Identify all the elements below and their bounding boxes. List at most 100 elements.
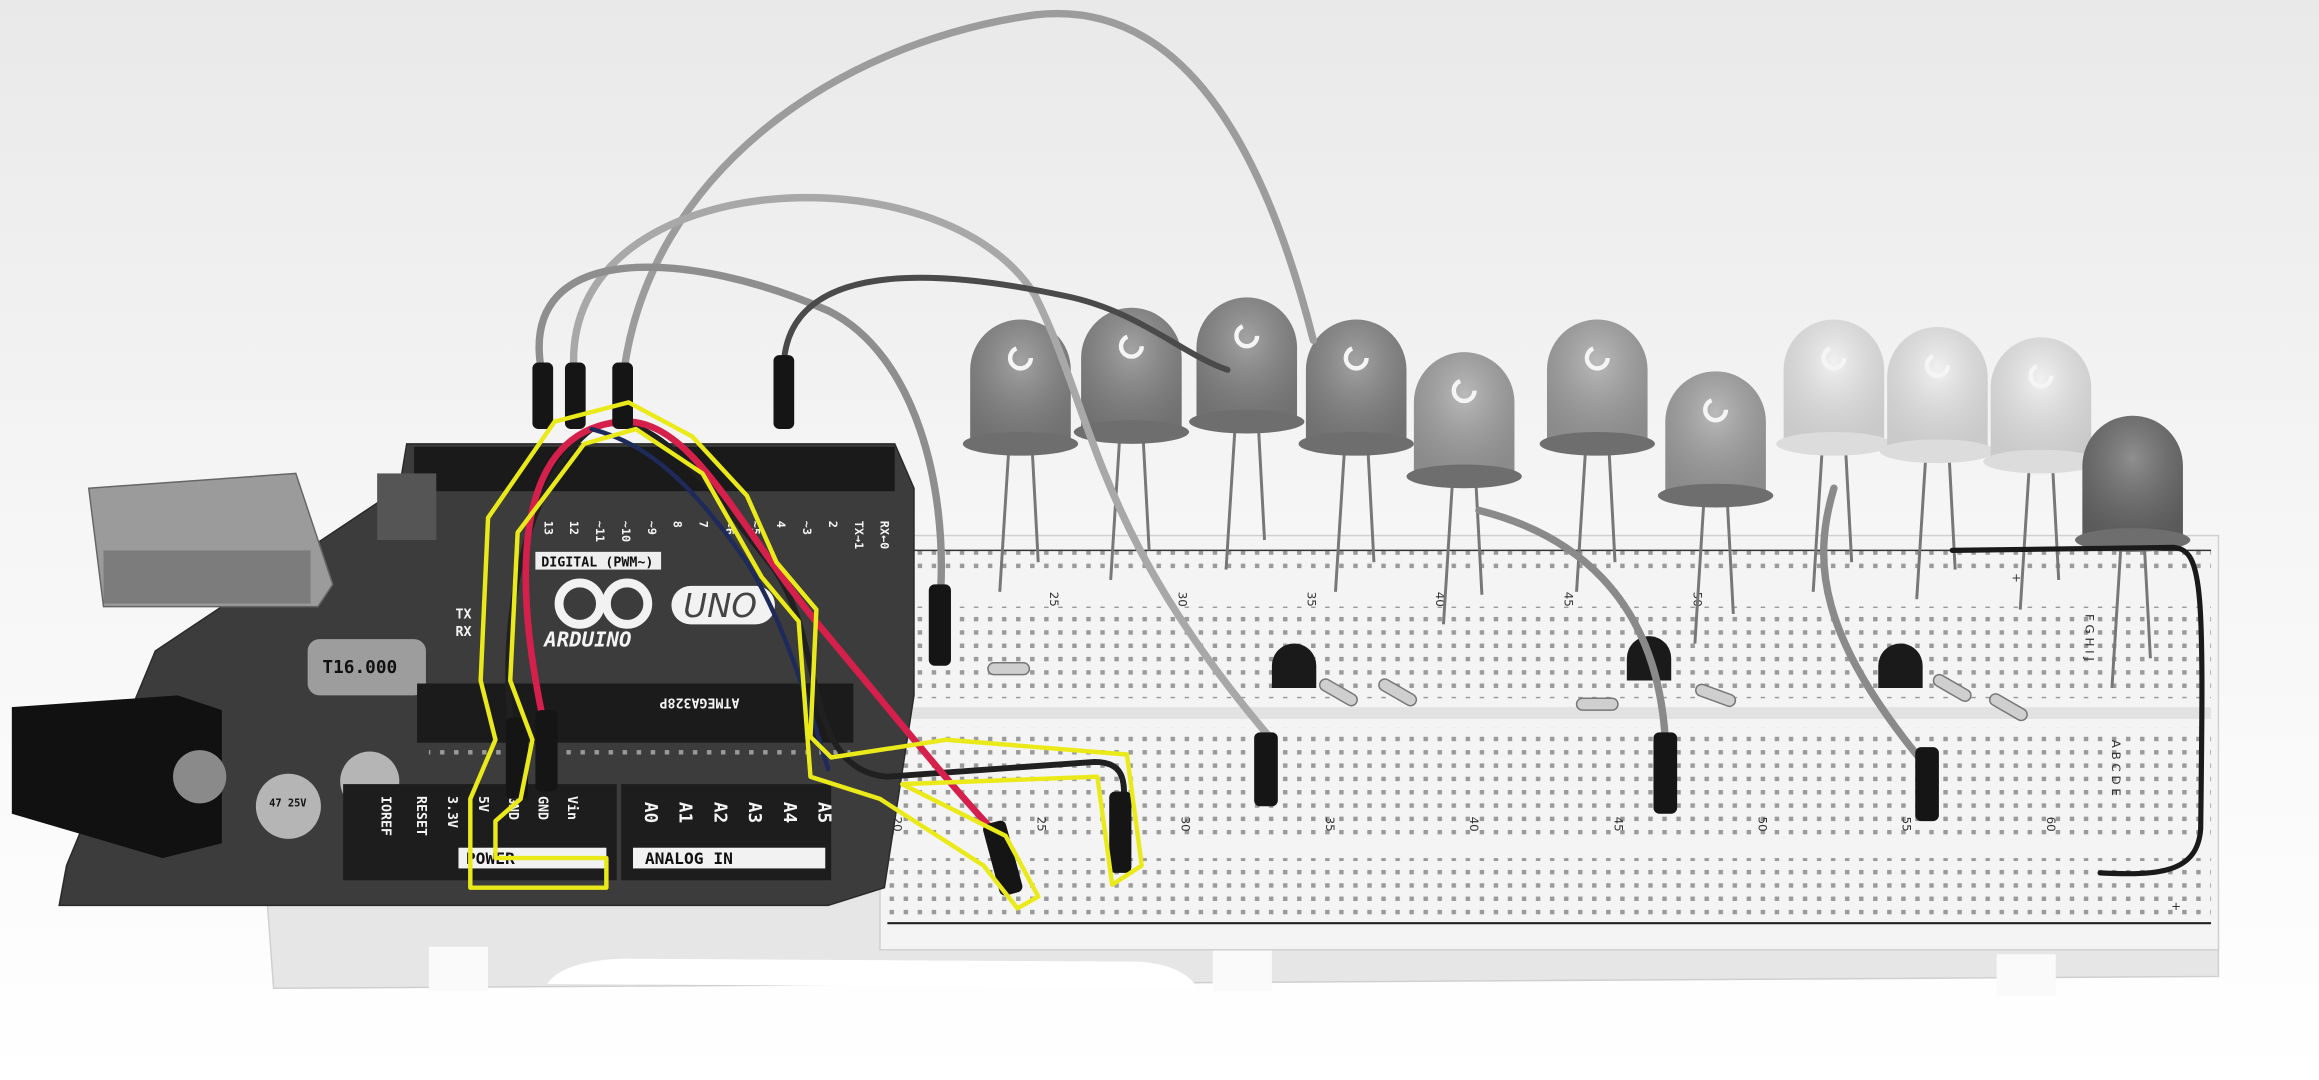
- column-number: 30: [1179, 817, 1193, 832]
- digital-pin-label: RX←0: [878, 521, 892, 550]
- led: [1776, 319, 1892, 592]
- digital-pin-label: 2: [826, 521, 840, 528]
- black-wire: [1949, 544, 2205, 877]
- transistor: [1271, 643, 1317, 688]
- arduino-uno-board: T16.000 ATMEGA328P 47 25V POWER ANALOG I…: [11, 443, 915, 907]
- analog-pin-label: A1: [675, 802, 695, 823]
- transistor: [1878, 643, 1923, 688]
- column-number: 45: [1562, 592, 1576, 607]
- led: [962, 319, 1079, 592]
- digital-pwm-label: DIGITAL (PWM~): [541, 556, 653, 571]
- logo-model: UNO: [683, 587, 757, 625]
- resistor: [1575, 697, 1619, 711]
- capacitor: [255, 773, 321, 839]
- terminal-strip-far: [887, 606, 2212, 699]
- analog-pin-label: A4: [779, 802, 799, 823]
- digital-pin-label: 13: [541, 521, 555, 535]
- icsp-header: [377, 473, 437, 540]
- breadboard-clip: [1996, 954, 2056, 996]
- breadboard-foot: [547, 958, 1198, 989]
- resistor: [987, 662, 1031, 676]
- digital-pin-label: 4: [774, 521, 788, 528]
- gray-wire: [1819, 484, 1927, 766]
- breadboard-clip: [1212, 946, 1272, 992]
- crystal-marking: T16.000: [322, 658, 397, 678]
- led: [1406, 352, 1522, 625]
- jumper-wires: [468, 9, 2205, 911]
- rail-plus-label: +: [2011, 570, 2021, 584]
- column-number: 50: [1755, 817, 1769, 832]
- analog-pin-label: A3: [744, 802, 764, 823]
- led-row: [962, 297, 2191, 689]
- analog-in-label: ANALOG IN: [645, 849, 733, 868]
- analog-pin-label: A2: [709, 802, 729, 823]
- gray-wire: [570, 193, 1276, 744]
- digital-pin-label: ~9: [645, 521, 659, 535]
- gray-wire: [535, 263, 945, 596]
- gray-wire: [620, 9, 1318, 374]
- led: [1298, 319, 1414, 592]
- digital-pin-label: 8: [671, 521, 685, 528]
- center-channel: [887, 707, 2212, 720]
- row-letters-far: F G H I J: [2082, 614, 2096, 661]
- breadboard-clip: [428, 946, 489, 992]
- resistor: [1988, 693, 2028, 722]
- digital-pin-label: ~11: [593, 521, 607, 542]
- resistor: [1695, 683, 1737, 708]
- power-pin-label: 5V: [475, 796, 490, 812]
- column-number: 35: [1304, 592, 1318, 607]
- terminal-strip-near: [887, 727, 2212, 835]
- gray-wire: [1475, 506, 1669, 744]
- arduino-logo: UNO ARDUINO: [542, 578, 775, 652]
- tx-label: TX: [456, 607, 472, 622]
- dc-power-jack: [11, 695, 222, 859]
- digital-pin-label: 7: [697, 521, 711, 528]
- analog-pin-labels: A0 A1 A2 A3 A4 A5: [640, 802, 834, 823]
- led: [1073, 307, 1190, 581]
- led: [2074, 415, 2191, 689]
- analog-pin-label: A5: [814, 802, 834, 823]
- led: [1879, 326, 1996, 600]
- power-pin-label: IOREF: [378, 796, 393, 836]
- dark-wire: [780, 274, 1231, 373]
- capacitor-marking: 47 25V: [269, 797, 306, 809]
- logo-brand: ARDUINO: [542, 628, 631, 652]
- power-pin-label: RESET: [413, 796, 428, 836]
- column-number: 25: [1034, 817, 1048, 832]
- led: [1657, 371, 1774, 644]
- column-number: 25: [1047, 592, 1061, 607]
- power-pin-label: GND: [534, 796, 549, 820]
- row-letters-near: A B C D E: [2109, 740, 2123, 796]
- highlight-outline: [468, 400, 1144, 911]
- power-label: POWER: [466, 849, 515, 868]
- digital-header: [414, 446, 895, 492]
- column-number: 60: [2044, 817, 2058, 832]
- digital-pin-label: ~10: [619, 521, 633, 542]
- column-number: 40: [1467, 817, 1481, 832]
- rail-plus-label: +: [2171, 899, 2181, 913]
- power-pin-label: Vin: [564, 796, 580, 820]
- led: [1539, 319, 1655, 592]
- column-number: 55: [1900, 817, 1914, 832]
- resistor: [1932, 673, 1972, 702]
- rx-label: RX: [456, 625, 472, 640]
- analog-pin-label: A0: [640, 802, 660, 823]
- digital-pin-label: ~3: [800, 521, 814, 535]
- led: [1189, 297, 1305, 570]
- column-number: 30: [1176, 592, 1190, 607]
- blue-wire: [589, 426, 831, 772]
- chip-marking: ATMEGA328P: [659, 694, 739, 709]
- components: [987, 636, 2028, 722]
- resistor: [1378, 678, 1418, 707]
- digital-pin-label: 12: [567, 521, 581, 535]
- column-number: 35: [1323, 817, 1337, 832]
- power-pin-label: 3.3V: [444, 796, 459, 828]
- power-rail-near: [887, 858, 2212, 918]
- crystal: [307, 639, 426, 696]
- led: [1983, 337, 2099, 610]
- column-number: 45: [1611, 817, 1625, 832]
- digital-pin-label: TX→1: [852, 521, 866, 550]
